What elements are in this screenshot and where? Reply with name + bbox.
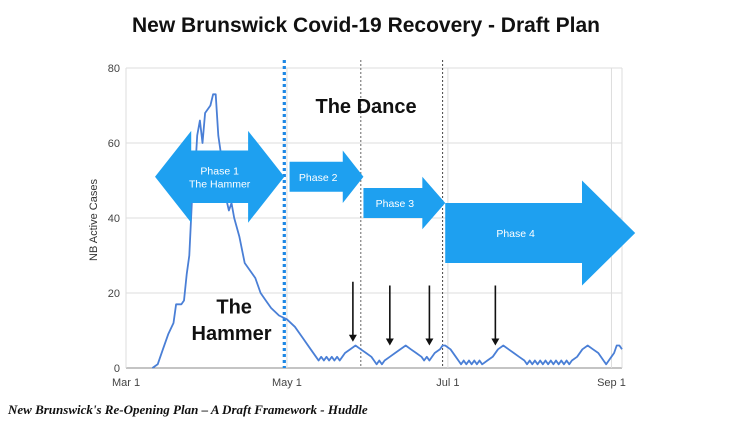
phase-boundaries [282, 60, 444, 368]
y-tick-label: 60 [108, 138, 120, 150]
phase-label: The Hammer [189, 178, 251, 190]
annotation-text: The [216, 297, 252, 319]
marker-arrowhead [348, 334, 357, 342]
marker-arrowhead [491, 338, 500, 346]
marker-arrows [348, 281, 500, 346]
phase-label: Phase 2 [299, 172, 338, 184]
phase-arrow [445, 180, 636, 286]
phase-arrow [155, 130, 285, 223]
caption: New Brunswick's Re-Opening Plan – A Draf… [8, 402, 368, 417]
chart-title: New Brunswick Covid-19 Recovery - Draft … [132, 14, 600, 37]
phase-label: Phase 1 [200, 165, 239, 177]
phase-arrow [363, 176, 446, 230]
annotation-text: Hammer [192, 323, 272, 345]
marker-arrowhead [425, 338, 434, 346]
marker-arrowhead [385, 338, 394, 346]
y-tick-label: 40 [108, 213, 120, 225]
y-axis-label: NB Active Cases [88, 179, 100, 261]
x-tick-label: Sep 1 [597, 377, 626, 389]
x-tick-label: Mar 1 [112, 377, 140, 389]
phase-label: Phase 4 [496, 228, 535, 240]
x-tick-label: May 1 [272, 377, 302, 389]
y-tick-label: 80 [108, 63, 120, 75]
x-tick-label: Jul 1 [436, 377, 459, 389]
phase-label: Phase 3 [376, 198, 415, 210]
y-tick-label: 20 [108, 288, 120, 300]
y-tick-label: 0 [114, 363, 120, 375]
recovery-chart: New Brunswick Covid-19 Recovery - Draft … [88, 14, 636, 389]
annotation-text: The Dance [316, 96, 417, 118]
phase-arrow [289, 150, 364, 203]
